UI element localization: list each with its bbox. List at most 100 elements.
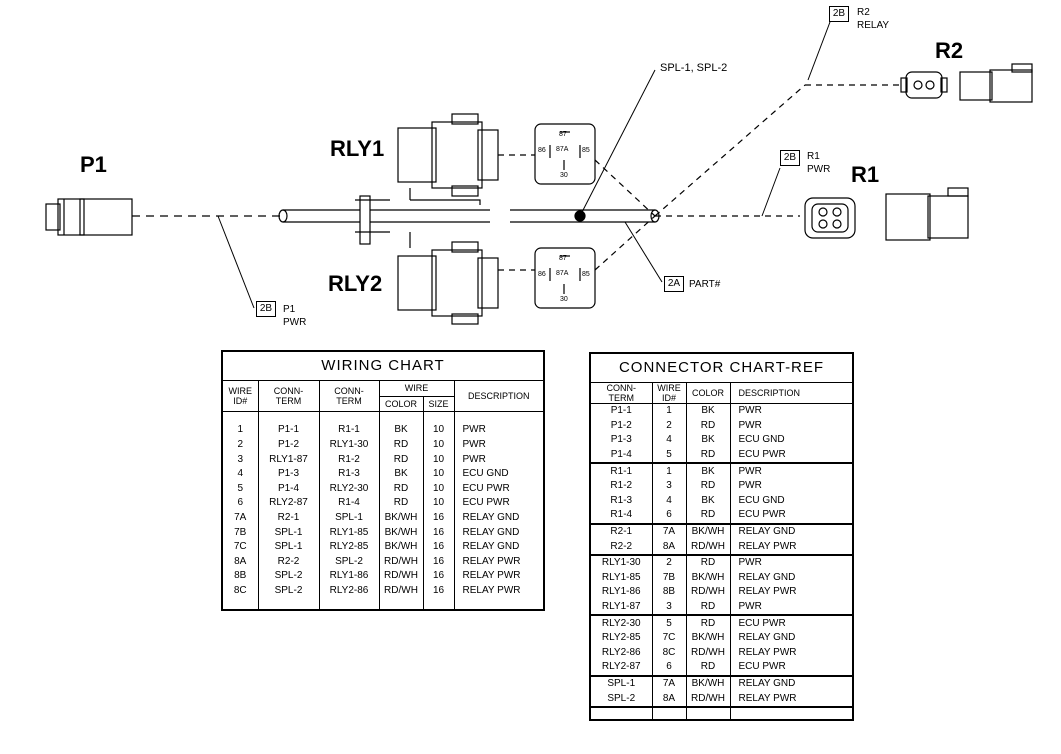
cc-cell-color: RD/WH [685, 539, 731, 555]
r2-connector [900, 71, 948, 99]
cc-cell-wire: 8C [651, 645, 687, 661]
wc-header-conn-b: CONN-TERM [318, 380, 380, 413]
cc-cell-desc: RELAY GND [729, 570, 854, 586]
cc-cell-term: R1-2 [589, 478, 653, 494]
wc-cell-from: P1-3 [257, 466, 320, 482]
wc-cell-to: SPL-1 [318, 510, 380, 526]
cc-cell-wire: 8B [651, 585, 687, 600]
relay1-pin-30: 30 [560, 172, 568, 179]
r1-callout-line1: R1 [807, 151, 820, 162]
cc-cell-color: BK/WH [685, 674, 731, 692]
cc-cell-desc: PWR [729, 599, 854, 616]
wc-cell-color: BK [378, 423, 424, 438]
wc-cell-color: BK [378, 466, 424, 482]
cc-cell-color: RD [685, 447, 731, 464]
wc-cell-size: 10 [422, 452, 455, 467]
wc-cell-to: RLY2-30 [318, 481, 380, 497]
wc-cell-color: RD/WH [378, 554, 424, 570]
cc-cell-desc: PWR [729, 553, 854, 571]
wc-cell-size: 16 [422, 554, 455, 570]
cc-cell-color: RD [685, 614, 731, 631]
cc-cell-wire: 6 [651, 660, 687, 676]
wc-cell-id: 2 [221, 437, 259, 453]
wc-cell-size: 10 [422, 466, 455, 482]
cc-cell-color: BK [685, 433, 731, 448]
wc-header-wire: WIRE [378, 380, 455, 397]
cc-cell-color: BK [685, 493, 731, 509]
wc-cell-desc: PWR [453, 452, 545, 467]
wc-cell-id: 7C [221, 539, 259, 555]
wc-cell-from: R2-1 [257, 510, 320, 526]
wc-cell-color: RD [378, 496, 424, 511]
cc-cell-wire: 1 [651, 462, 687, 479]
wc-cell-id: 6 [221, 496, 259, 511]
cc-cell-wire: 4 [651, 493, 687, 509]
connector-chart-title: CONNECTOR CHART-REF [589, 353, 854, 383]
cc-cell-desc: RELAY GND [729, 522, 854, 540]
wc-cell-desc: RELAY PWR [453, 583, 545, 599]
cc-cell-wire: 6 [651, 508, 687, 524]
cc-cell-term: R1-4 [589, 508, 653, 524]
wc-cell-from: SPL-2 [257, 583, 320, 599]
cc-cell-wire: 2 [651, 553, 687, 571]
r2-callout-line1: R2 [857, 7, 870, 18]
wc-header-description: DESCRIPTION [453, 380, 545, 413]
wc-cell-color: BK/WH [378, 510, 424, 526]
cc-cell-desc: PWR [729, 478, 854, 494]
cc-cell-wire: 7C [651, 630, 687, 646]
wc-cell-color: RD [378, 481, 424, 497]
cc-cell-term: R2-2 [589, 539, 653, 555]
wc-cell-from: SPL-1 [257, 539, 320, 555]
cc-cell-color: RD [685, 660, 731, 676]
rly1-connector [397, 113, 499, 205]
relay2-body [534, 247, 596, 309]
cc-cell-wire: 5 [651, 614, 687, 631]
wc-cell-to: R1-4 [318, 496, 380, 511]
cc-header-conn: CONN-TERM [589, 382, 653, 404]
splice-label: SPL-1, SPL-2 [660, 62, 728, 74]
cc-cell-term: RLY2-87 [589, 660, 653, 676]
cc-cell-color: RD/WH [685, 691, 731, 707]
rly1-label: RLY1 [330, 136, 385, 161]
cc-cell-term: RLY1-30 [589, 553, 653, 571]
r1-connector [804, 197, 856, 239]
cc-cell-desc: PWR [729, 418, 854, 434]
part-label: PART# [689, 279, 721, 290]
cc-cell-wire: 3 [651, 599, 687, 616]
wc-cell-desc: ECU GND [453, 466, 545, 482]
wc-cell-size: 16 [422, 583, 455, 599]
cc-cell-desc: PWR [729, 403, 854, 419]
wc-cell-color: RD [378, 452, 424, 467]
cc-cell-desc: ECU GND [729, 433, 854, 448]
wc-cell-size: 16 [422, 510, 455, 526]
r2-mate-connector [959, 63, 1033, 103]
cc-cell-wire: 4 [651, 433, 687, 448]
relay2-pin-86: 86 [538, 271, 546, 278]
wc-cell-size: 10 [422, 437, 455, 453]
wc-cell-size: 16 [422, 525, 455, 540]
wc-cell-color: RD/WH [378, 569, 424, 584]
wc-header-color: COLOR [378, 396, 424, 413]
wc-cell-id: 8C [221, 583, 259, 599]
